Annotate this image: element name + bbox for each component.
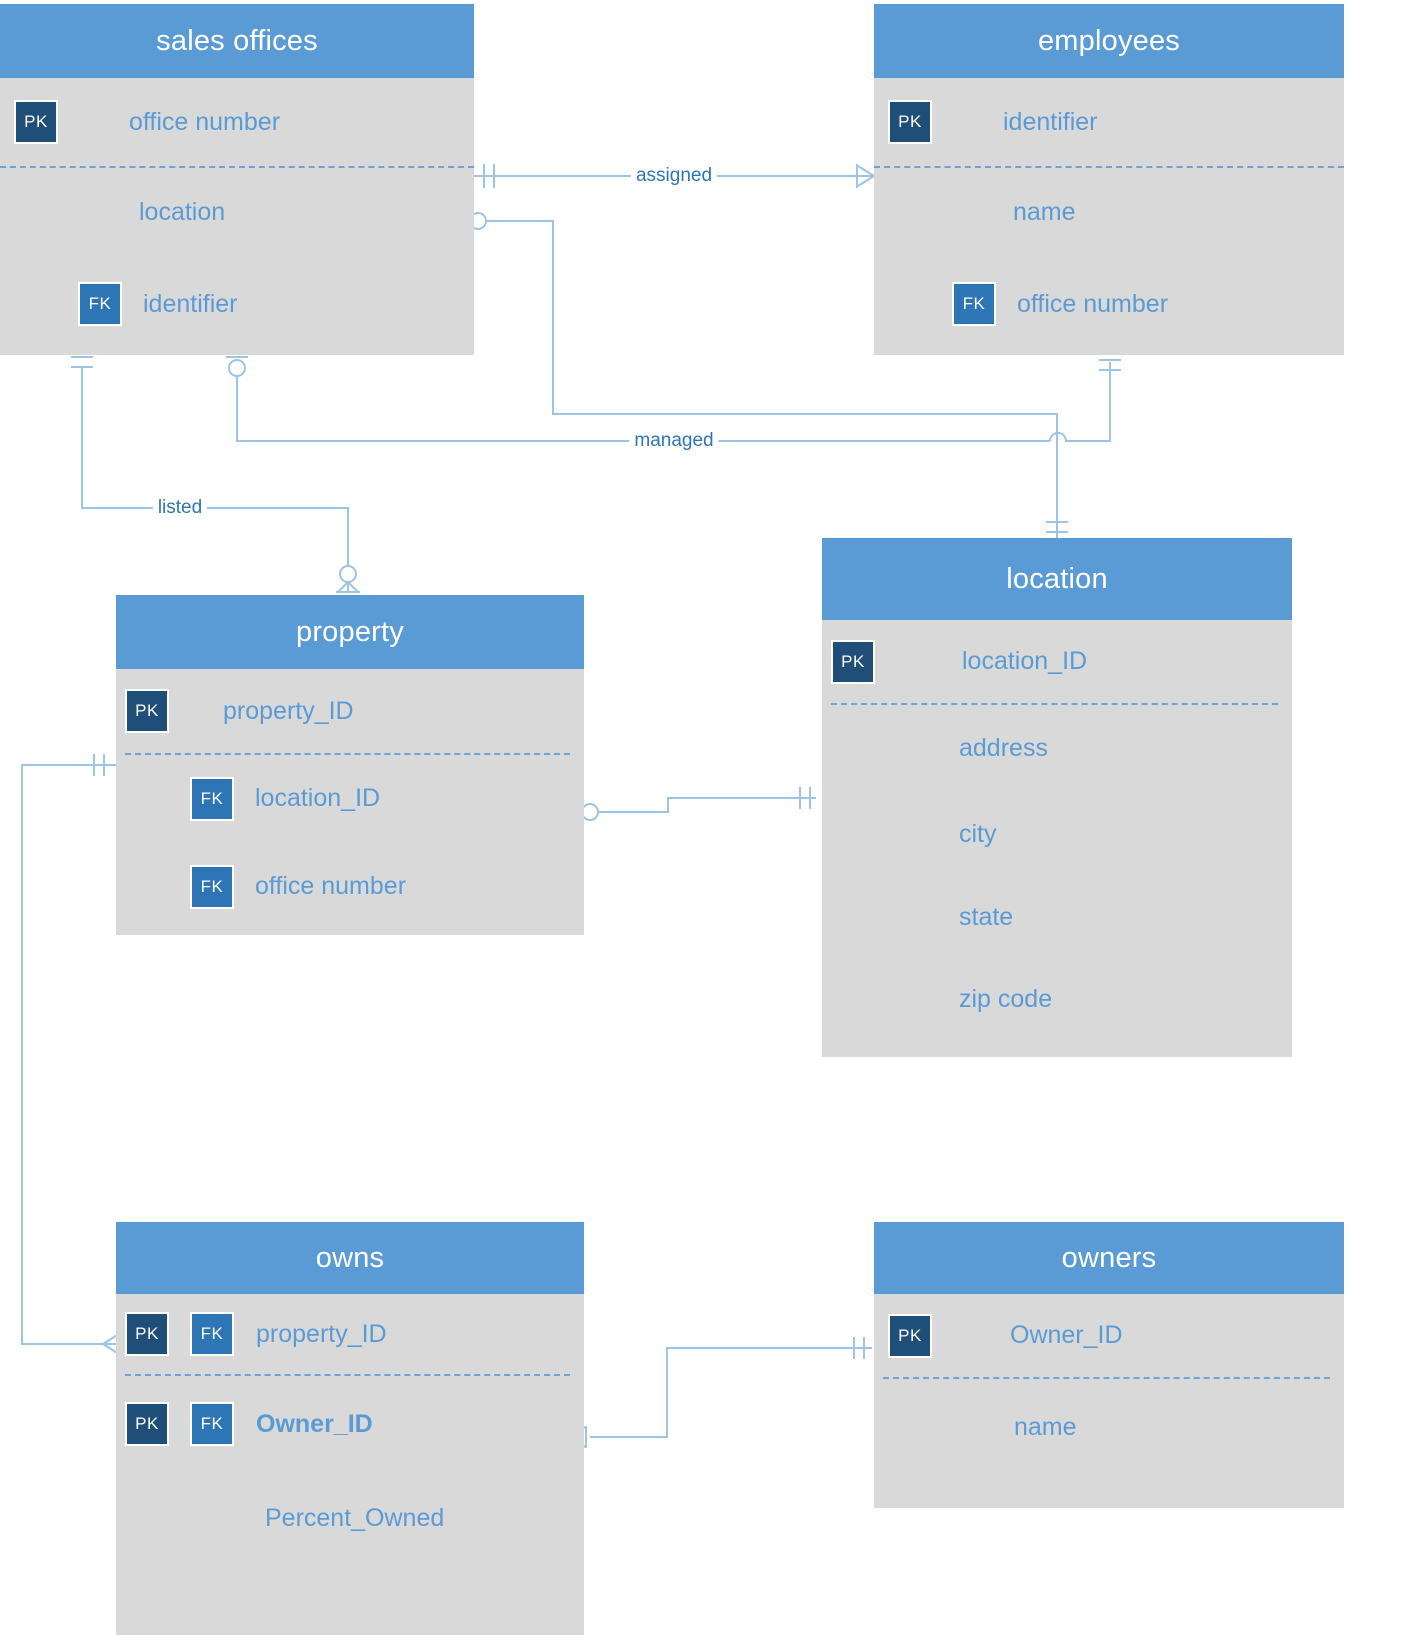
- attribute-row[interactable]: name: [874, 1377, 1344, 1477]
- entity-title-location: location: [822, 538, 1292, 620]
- entity-title-owners: owners: [874, 1222, 1344, 1294]
- entity-employees[interactable]: employees PK identifier name FK office n…: [874, 4, 1344, 355]
- attribute-row[interactable]: FK location_ID: [116, 753, 584, 844]
- attribute-row[interactable]: state: [822, 876, 1292, 958]
- fk-badge: FK: [190, 864, 234, 909]
- pk-badge: PK: [125, 689, 169, 733]
- entity-title-sales-offices: sales offices: [0, 4, 474, 78]
- attribute-row[interactable]: PK identifier: [874, 78, 1344, 166]
- key-badges: FK: [952, 282, 1004, 326]
- relationship-label-listed: listed: [152, 497, 208, 519]
- attribute-name: property_ID: [256, 1319, 387, 1348]
- relationship-label-managed: managed: [629, 430, 719, 452]
- entity-owns[interactable]: owns PK FK property_ID PK FK Owner_ID Pe…: [116, 1222, 584, 1635]
- entity-property[interactable]: property PK property_ID FK location_ID F…: [116, 595, 584, 935]
- attribute-name: office number: [129, 107, 281, 136]
- attribute-name: state: [959, 902, 1014, 931]
- key-badges: FK: [78, 282, 130, 326]
- attribute-row[interactable]: Percent_Owned: [116, 1474, 584, 1562]
- attribute-name: name: [1013, 198, 1076, 226]
- key-badges: PK FK: [125, 1402, 242, 1446]
- fk-badge: FK: [952, 282, 996, 326]
- attribute-name: location: [139, 198, 226, 226]
- attribute-name: zip code: [959, 984, 1053, 1013]
- attribute-name: office number: [255, 872, 407, 900]
- entity-title-employees: employees: [874, 4, 1344, 78]
- key-badges: FK: [190, 776, 242, 821]
- attribute-name: city: [959, 820, 997, 848]
- fk-badge: FK: [78, 282, 122, 326]
- entity-body-owners: PK Owner_ID name: [874, 1294, 1344, 1508]
- attribute-row[interactable]: PK FK property_ID: [116, 1294, 584, 1374]
- primary-key-separator: [125, 753, 570, 755]
- fk-badge: FK: [190, 776, 234, 821]
- entity-body-employees: PK identifier name FK office number: [874, 78, 1344, 355]
- primary-key-separator: [883, 1377, 1330, 1379]
- attribute-row[interactable]: FK office number: [116, 844, 584, 929]
- key-badges: PK: [125, 689, 177, 733]
- attribute-row[interactable]: name: [874, 166, 1344, 259]
- attribute-name: location_ID: [962, 647, 1088, 675]
- entity-title-property: property: [116, 595, 584, 669]
- key-badges: PK: [14, 100, 66, 144]
- key-badges: FK: [190, 864, 242, 909]
- pk-badge: PK: [125, 1312, 169, 1356]
- fk-badge: FK: [190, 1402, 234, 1446]
- attribute-name: identifier: [143, 289, 238, 318]
- attribute-name: address: [959, 733, 1048, 762]
- attribute-row[interactable]: address: [822, 703, 1292, 793]
- attribute-row[interactable]: PK Owner_ID: [874, 1294, 1344, 1377]
- primary-key-separator: [0, 166, 474, 168]
- fk-badge: FK: [190, 1312, 234, 1356]
- entity-title-owns: owns: [116, 1222, 584, 1294]
- attribute-name: Owner_ID: [1010, 1321, 1123, 1349]
- entity-sales-offices[interactable]: sales offices PK office number location …: [0, 4, 474, 355]
- attribute-row[interactable]: PK property_ID: [116, 669, 584, 753]
- pk-badge: PK: [14, 100, 58, 144]
- attribute-name: location_ID: [255, 784, 381, 812]
- entity-location[interactable]: location PK location_ID address city sta…: [822, 538, 1292, 1057]
- primary-key-separator: [874, 166, 1344, 168]
- pk-badge: PK: [831, 639, 875, 684]
- attribute-name: office number: [1017, 289, 1169, 318]
- pk-badge: PK: [888, 100, 932, 144]
- key-badges: PK: [888, 100, 940, 144]
- attribute-row[interactable]: FK identifier: [0, 259, 474, 349]
- attribute-row[interactable]: PK location_ID: [822, 620, 1292, 703]
- attribute-row[interactable]: city: [822, 793, 1292, 876]
- attribute-name: name: [1014, 1412, 1077, 1441]
- primary-key-separator: [125, 1374, 570, 1376]
- relationship-label-assigned: assigned: [630, 165, 718, 187]
- key-badges: PK: [888, 1313, 940, 1358]
- key-badges: PK FK: [125, 1312, 242, 1356]
- entity-body-property: PK property_ID FK location_ID FK office …: [116, 669, 584, 935]
- attribute-name: Percent_Owned: [265, 1503, 445, 1532]
- primary-key-separator: [831, 703, 1278, 705]
- attribute-name: identifier: [1003, 107, 1098, 136]
- pk-badge: PK: [125, 1402, 169, 1446]
- attribute-row[interactable]: FK office number: [874, 259, 1344, 349]
- attribute-row[interactable]: PK office number: [0, 78, 474, 166]
- entity-body-sales-offices: PK office number location FK identifier: [0, 78, 474, 355]
- entity-owners[interactable]: owners PK Owner_ID name: [874, 1222, 1344, 1508]
- pk-badge: PK: [888, 1313, 932, 1358]
- attribute-name: property_ID: [223, 696, 354, 725]
- attribute-row[interactable]: zip code: [822, 958, 1292, 1040]
- attribute-row[interactable]: PK FK Owner_ID: [116, 1374, 584, 1474]
- entity-body-owns: PK FK property_ID PK FK Owner_ID Percent…: [116, 1294, 584, 1635]
- key-badges: PK: [831, 639, 883, 684]
- attribute-name: Owner_ID: [256, 1409, 373, 1438]
- attribute-row[interactable]: location: [0, 166, 474, 259]
- entity-body-location: PK location_ID address city state zip co…: [822, 620, 1292, 1057]
